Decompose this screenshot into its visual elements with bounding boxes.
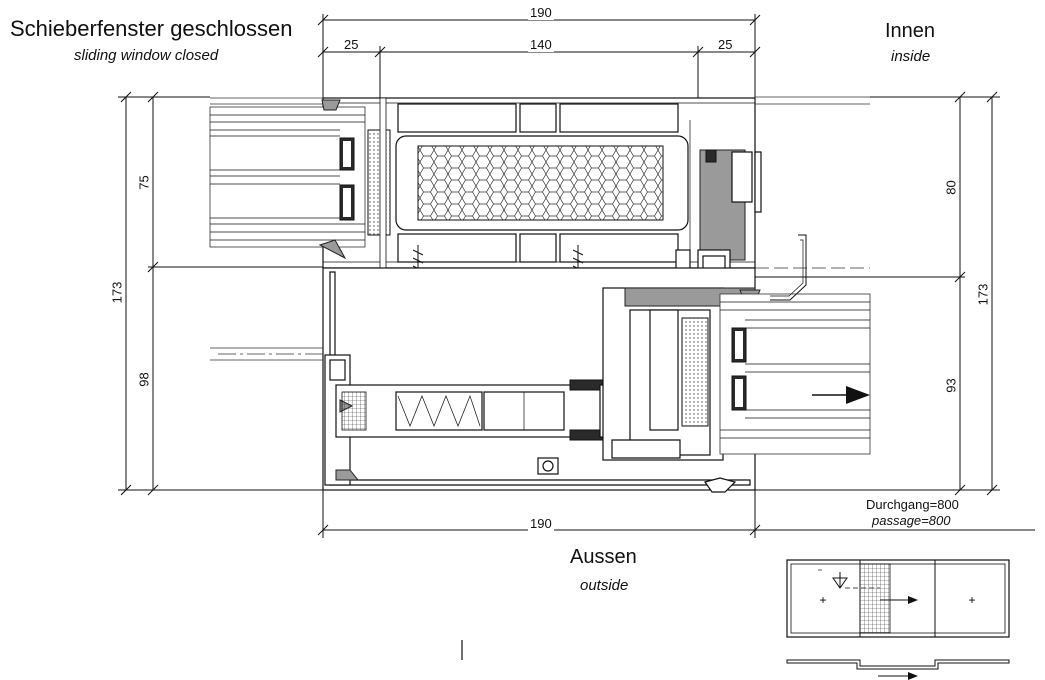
svg-text:+: + xyxy=(819,593,826,607)
dim-right-upper: 80 xyxy=(943,180,959,195)
passage-sublabel: passage=800 xyxy=(872,513,951,528)
outside-sublabel: outside xyxy=(580,577,629,594)
dim-left-lower: 98 xyxy=(136,372,152,387)
right-glazing xyxy=(719,96,871,455)
page-title: Schieberfenster geschlossen xyxy=(10,16,293,41)
upper-left-glazing xyxy=(209,97,366,260)
outside-label: Aussen xyxy=(570,546,637,568)
dim-bottom-total: 190 xyxy=(528,516,554,531)
passage-label: Durchgang=800 xyxy=(866,497,959,512)
dim-top-left: 25 xyxy=(344,37,359,52)
dim-right-total: 173 xyxy=(975,283,991,306)
upper-frame-profile xyxy=(322,97,762,285)
left-dimension-lines xyxy=(118,91,323,496)
lower-left-glazing xyxy=(210,347,323,361)
dim-top-middle: 140 xyxy=(528,37,554,52)
page-subtitle: sliding window closed xyxy=(74,47,219,64)
sliding-arrow xyxy=(812,386,870,404)
dim-left-total: 173 xyxy=(109,281,125,304)
lower-frame-profile xyxy=(322,267,762,493)
right-dimension-lines xyxy=(755,91,1000,496)
inside-sublabel: inside xyxy=(891,48,931,65)
dim-top-right: 25 xyxy=(718,37,733,52)
top-dimension-lines xyxy=(317,14,761,98)
dim-right-lower: 93 xyxy=(943,378,959,393)
key-plan: + + xyxy=(786,559,1010,680)
dim-left-upper: 75 xyxy=(136,175,152,190)
svg-text:+: + xyxy=(968,593,975,607)
inside-label: Innen xyxy=(885,20,936,42)
dim-top-total: 190 xyxy=(528,5,554,20)
